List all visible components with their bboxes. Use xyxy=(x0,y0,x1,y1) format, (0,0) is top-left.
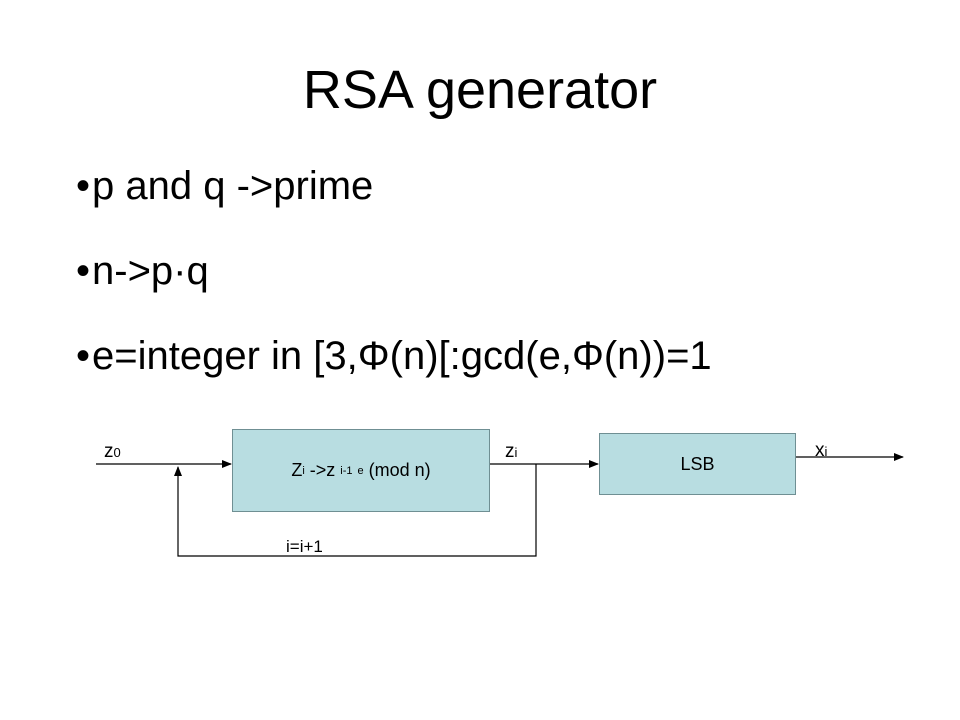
input-sub-text: 0 xyxy=(113,445,121,460)
output-sub-text: i xyxy=(824,444,828,459)
state-e-superscript: e xyxy=(357,464,364,477)
bullet-item: •n->p·q xyxy=(76,247,712,295)
middle-z-text: z xyxy=(505,441,515,462)
state-mod-text: (mod n) xyxy=(363,460,431,480)
feedback-label: i=i+1 xyxy=(286,537,323,556)
bullet-text: e=integer in [3,Φ(n)[:gcd(e,Φ(n))=1 xyxy=(92,334,712,378)
input-z-text: z xyxy=(104,441,114,462)
middle-zi-label: zi xyxy=(505,442,517,463)
output-x-text: x xyxy=(815,440,825,461)
lsb-box: LSB xyxy=(599,433,796,495)
lsb-label: LSB xyxy=(680,453,715,474)
feedback-loop-line xyxy=(174,464,537,557)
state-i-minus-1-subscript: i-1 xyxy=(340,464,353,477)
input-z0-label: z0 xyxy=(104,442,121,463)
bullet-list: •p and q ->prime •n->p·q •e=integer in [… xyxy=(76,162,712,417)
state-i-subscript: i xyxy=(302,464,305,477)
output-xi-label: xi xyxy=(815,441,827,462)
middle-sub-text: i xyxy=(514,445,518,460)
state-arrow-text: ->z xyxy=(304,460,341,480)
bullet-item: •e=integer in [3,Φ(n)[:gcd(e,Φ(n))=1 xyxy=(76,332,712,380)
state-z-text: Z xyxy=(291,460,303,480)
bullet-marker: • xyxy=(76,164,91,208)
slide-title: RSA generator xyxy=(302,60,658,120)
bullet-text: p and q ->prime xyxy=(92,164,374,208)
bullet-item: •p and q ->prime xyxy=(76,162,712,210)
bullet-marker: • xyxy=(76,334,91,378)
bullet-marker: • xyxy=(76,249,91,293)
bullet-text: n->p·q xyxy=(92,249,209,293)
